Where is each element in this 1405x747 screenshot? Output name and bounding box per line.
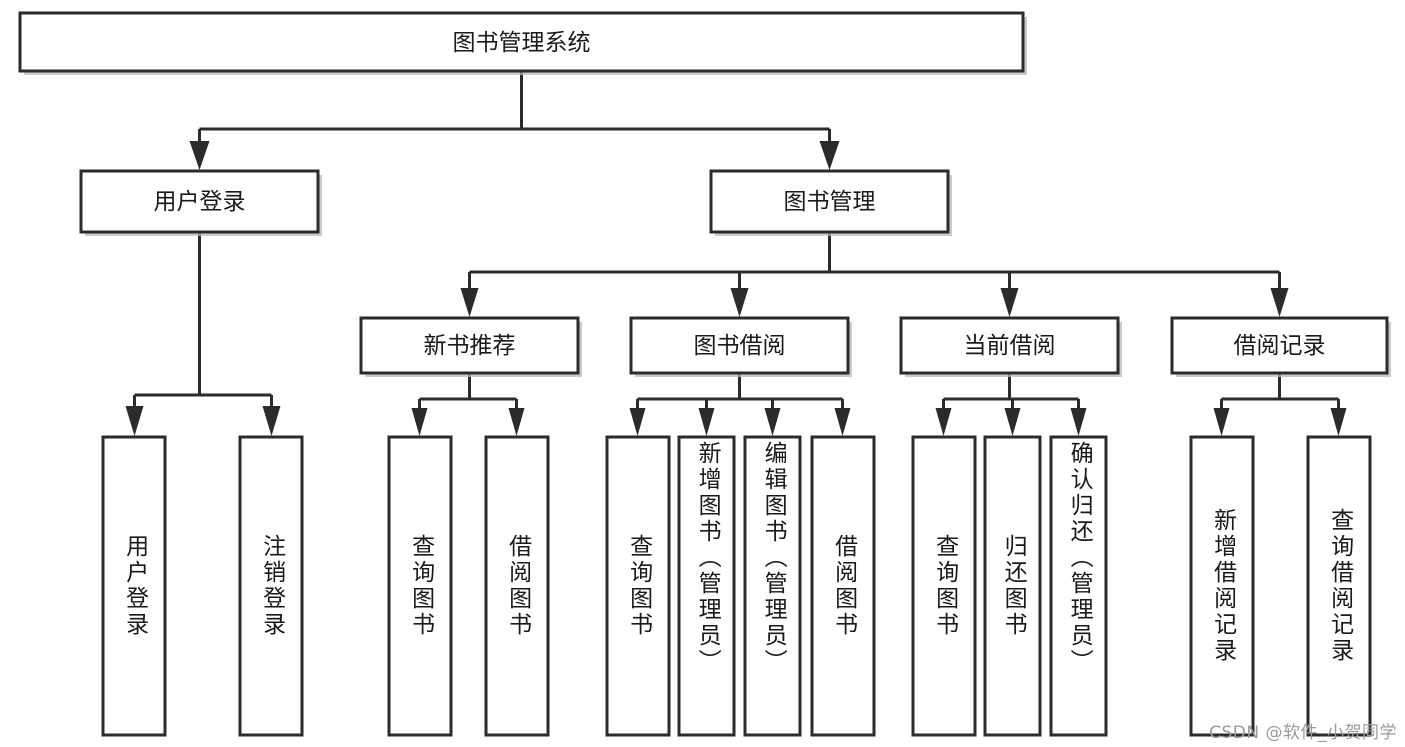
leaf-boxes-group	[101, 435, 1372, 737]
connector-group-root-to-level2	[189, 71, 840, 170]
node-user-login-label: 用户登录	[154, 189, 246, 215]
arrow-head-book-management	[819, 141, 840, 170]
node-book-management-label: 图书管理	[784, 189, 876, 215]
leaf-box-confirm-return-admin[interactable]	[1049, 435, 1108, 737]
arrow-head-current-borrow	[1000, 288, 1019, 317]
arrow-head-leaf-edit-book-admin	[764, 408, 781, 436]
connector-group-book-borrow-to-leaves	[629, 373, 851, 436]
arrow-head-leaf-query-book-recommend	[411, 408, 428, 436]
node-book-borrow-box[interactable]	[629, 316, 850, 375]
arrow-head-leaf-logout-login	[262, 406, 281, 436]
node-current-borrow[interactable]: 当前借阅	[899, 316, 1122, 377]
arrow-head-leaf-add-borrow-record	[1213, 408, 1230, 436]
csdn-watermark: CSDN @软件_小贺同学	[1209, 723, 1397, 743]
node-borrow-record-label: 借阅记录	[1234, 333, 1326, 359]
arrow-head-leaf-return-book	[1004, 408, 1021, 436]
leaf-box-query-borrow-record[interactable]	[1306, 435, 1372, 737]
arrow-head-user-login	[189, 141, 210, 170]
arrow-head-new-book-recommend	[460, 288, 479, 317]
leaf-box-add-borrow-record[interactable]	[1189, 435, 1255, 737]
arrow-head-leaf-user-login	[125, 406, 144, 436]
node-current-borrow-box[interactable]	[899, 316, 1120, 375]
node-book-borrow-label: 图书借阅	[694, 333, 786, 359]
node-new-book-recommend[interactable]: 新书推荐	[359, 316, 582, 377]
node-root-label: 图书管理系统	[453, 30, 591, 56]
leaf-box-return-book[interactable]	[983, 435, 1042, 737]
arrow-head-leaf-borrow-book-recommend	[508, 408, 525, 436]
node-root[interactable]: 图书管理系统	[18, 11, 1027, 75]
node-book-management[interactable]: 图书管理	[709, 169, 952, 236]
node-new-book-recommend-box[interactable]	[359, 316, 580, 375]
arrow-head-leaf-query-book-current	[935, 408, 952, 436]
arrow-head-leaf-confirm-return-admin	[1070, 408, 1087, 436]
leaf-box-borrow-book[interactable]	[810, 435, 876, 737]
node-book-management-box[interactable]	[709, 169, 950, 234]
arrow-head-book-borrow	[730, 288, 749, 317]
arrow-head-leaf-add-book-admin	[698, 408, 715, 436]
arrow-head-leaf-query-book-borrow	[629, 408, 646, 436]
leaf-box-query-book-recommend[interactable]	[387, 435, 453, 737]
node-root-box[interactable]	[18, 11, 1025, 73]
arrow-head-leaf-borrow-book	[834, 408, 851, 436]
connector-group-current-borrow-to-leaves	[935, 373, 1087, 436]
node-user-login-box[interactable]	[79, 169, 320, 234]
node-current-borrow-label: 当前借阅	[964, 333, 1056, 359]
leaf-box-edit-book-admin[interactable]	[743, 435, 802, 737]
connector-group-borrow-record-to-leaves	[1213, 373, 1347, 436]
node-new-book-recommend-label: 新书推荐	[424, 333, 516, 359]
connector-group-user-login-to-leaves	[125, 232, 281, 436]
node-book-borrow[interactable]: 图书借阅	[629, 316, 852, 377]
leaf-box-borrow-book-recommend[interactable]	[484, 435, 550, 737]
leaf-box-user-login[interactable]	[101, 435, 167, 737]
arrow-head-leaf-query-borrow-record	[1330, 408, 1347, 436]
arrow-head-borrow-record	[1270, 288, 1289, 317]
connector-group-book-management-to-level3	[460, 232, 1289, 317]
leaf-box-query-book-current[interactable]	[911, 435, 977, 737]
node-user-login[interactable]: 用户登录	[79, 169, 322, 236]
leaf-box-logout-login[interactable]	[238, 435, 304, 737]
node-borrow-record-box[interactable]	[1170, 316, 1389, 375]
connector-group-new-book-recommend-to-leaves	[411, 373, 525, 436]
leaf-box-query-book-borrow[interactable]	[605, 435, 671, 737]
leaf-box-add-book-admin[interactable]	[677, 435, 736, 737]
node-borrow-record[interactable]: 借阅记录	[1170, 316, 1391, 377]
